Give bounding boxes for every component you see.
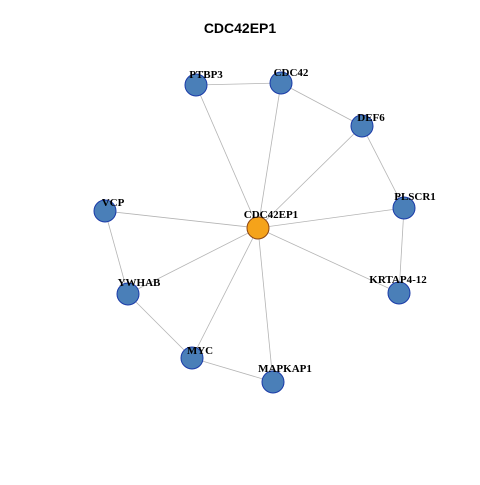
edge-plscr1-krtap4-12 [398,207,405,294]
node-circle[interactable] [180,346,204,370]
node-circle[interactable] [116,282,140,306]
node-circle[interactable] [261,370,285,394]
node-label: KRTAP4-12 [369,274,427,286]
node-label: CDC42 [274,67,309,79]
node-circle[interactable] [269,71,293,95]
node-label: DEF6 [357,112,385,124]
diagram-title: CDC42EP1 [203,20,277,36]
node-def6[interactable]: DEF6 [350,112,385,138]
edge-cdc42ep1-mapkap1 [257,227,274,383]
edges-layer [104,82,405,383]
edge-cdc42ep1-def6 [257,125,363,229]
node-label: VCP [102,197,125,209]
node-label: PLSCR1 [394,191,436,203]
node-circle[interactable] [387,281,411,305]
edge-ywhab-myc [127,293,193,359]
node-myc[interactable]: MYC [180,345,213,370]
edge-cdc42ep1-cdc42 [257,82,282,229]
node-cdc42[interactable]: CDC42 [269,67,309,95]
node-krtap4-12[interactable]: KRTAP4-12 [369,274,427,305]
node-vcp[interactable]: VCP [93,197,125,223]
node-label: PTBP3 [189,69,223,81]
node-label: MYC [187,345,213,357]
edge-cdc42-def6 [280,82,363,127]
edge-cdc42ep1-ywhab [127,227,259,295]
nodes-layer: CDC42EP1 PTBP3 CDC42DEF6PLSCR1KRTAP4-12MAP… [93,67,436,394]
node-circle[interactable] [93,199,117,223]
node-mapkap1[interactable]: MAPKAP1 [258,363,312,394]
edge-cdc42ep1-ptbp3 [195,84,259,229]
node-label: YWHAB [118,277,161,289]
edge-ptbp3-cdc42 [195,82,282,86]
node-ywhab[interactable]: YWHAB [116,277,161,306]
node-circle[interactable] [350,114,374,138]
node-circle[interactable] [184,73,208,97]
node-label: CDC42EP1 [244,209,298,221]
edge-myc-mapkap1 [191,357,274,383]
node-label: MAPKAP1 [258,363,312,375]
edge-cdc42ep1-vcp [104,210,259,229]
node-circle[interactable] [392,196,416,220]
edge-cdc42ep1-myc [191,227,259,359]
node-cdc42ep1[interactable]: CDC42EP1 [244,209,298,240]
edge-cdc42ep1-plscr1 [257,207,405,229]
node-circle[interactable] [246,216,270,240]
edge-def6-plscr1 [361,125,405,209]
edge-cdc42ep1-krtap4-12 [257,227,400,294]
node-plscr1[interactable]: PLSCR1 [392,191,436,220]
node-ptbp3[interactable]: PTBP3 [184,69,223,97]
edge-vcp-ywhab [104,210,129,295]
